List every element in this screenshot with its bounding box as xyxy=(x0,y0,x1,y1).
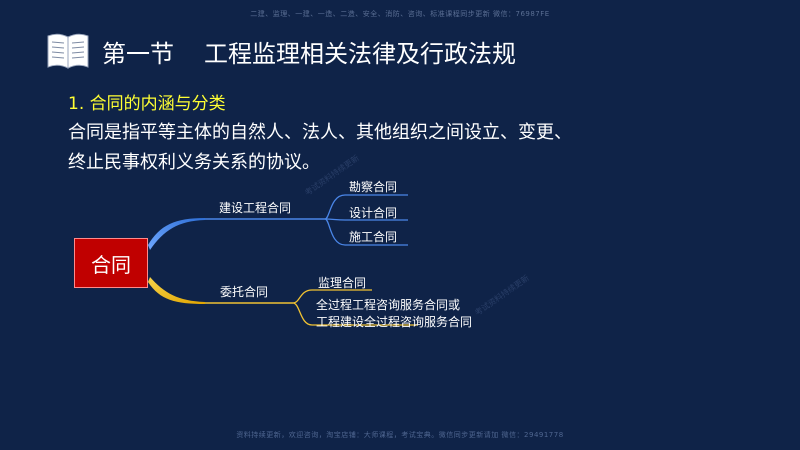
watermark-bottom: 资料持续更新，欢迎咨询，淘宝店铺：大师课程，考试宝典。微信同步更新请加 微信：2… xyxy=(236,431,564,439)
definition-text: 合同是指平等主体的自然人、法人、其他组织之间设立、变更、 终止民事权利义务关系的… xyxy=(68,118,572,178)
mindmap-root: 合同 xyxy=(74,238,148,288)
watermark-top: 二建、监理、一建、一造、二造、安全、消防、咨询、标准课程同步更新 微信：7698… xyxy=(250,10,550,18)
child-supervision-contract: 监理合同 xyxy=(318,276,367,290)
definition-line: 合同是指平等主体的自然人、法人、其他组织之间设立、变更、 xyxy=(68,122,572,143)
definition-line: 终止民事权利义务关系的协议。 xyxy=(68,152,320,173)
child-consulting-contract-1: 全过程工程咨询服务合同或 xyxy=(316,298,461,312)
child-survey-contract: 勘察合同 xyxy=(349,180,398,194)
child-connector xyxy=(324,194,408,220)
child-connector xyxy=(324,218,408,246)
child-design-contract: 设计合同 xyxy=(349,206,398,220)
section-number: 第一节 xyxy=(102,40,174,68)
branch-construction-label: 建设工程合同 xyxy=(219,201,292,215)
branch-connector-construction xyxy=(148,218,205,250)
page-title: 第一节 工程监理相关法律及行政法规 xyxy=(102,34,516,69)
child-connector xyxy=(292,289,372,304)
branch-entrust-label: 委托合同 xyxy=(220,285,269,299)
child-connector xyxy=(324,218,408,221)
child-construction-contract: 施工合同 xyxy=(349,230,398,244)
branch-connector-entrust xyxy=(148,277,205,304)
section-title: 工程监理相关法律及行政法规 xyxy=(204,40,516,68)
subheading: 1. 合同的内涵与分类 xyxy=(68,94,226,114)
child-consulting-contract-2: 工程建设全过程咨询服务合同 xyxy=(316,315,473,329)
book-icon xyxy=(47,33,89,69)
child-connector xyxy=(292,302,418,326)
